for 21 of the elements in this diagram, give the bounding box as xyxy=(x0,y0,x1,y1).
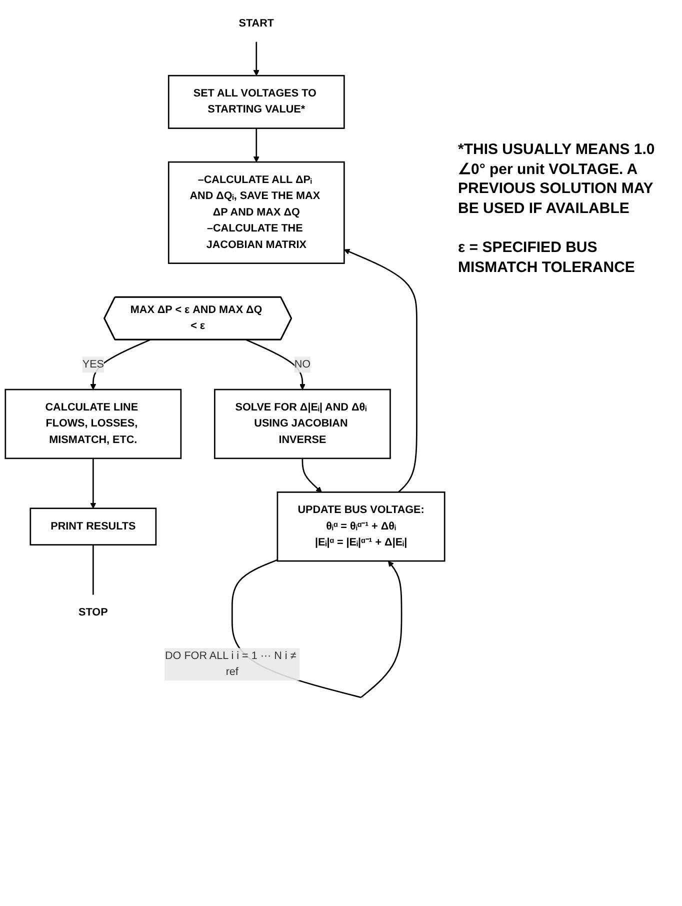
arrow xyxy=(246,339,306,390)
connector xyxy=(92,544,94,595)
arrow xyxy=(90,458,96,509)
arrow xyxy=(90,339,150,390)
footnote: ε = SPECIFIED BUS MISMATCH TOLERANCE xyxy=(458,238,636,277)
node-box: SET ALL VOLTAGES TO STARTING VALUE* xyxy=(168,74,345,129)
node-box: CALCULATE LINE FLOWS, LOSSES, MISMATCH, ETC. xyxy=(4,388,182,460)
arrow xyxy=(253,42,260,76)
node-box: SOLVE FOR Δ|Eᵢ| AND Δθᵢ USING JACOBIAN INVERSE xyxy=(214,388,391,460)
node-box: UPDATE BUS VOLTAGE: θᵢᵅ = θᵢᵅ⁻¹ + Δθᵢ |Eᵢ|ᵅ = |Eᵢ|ᵅ⁻¹ + Δ|Eᵢ| xyxy=(276,491,446,562)
footnote: *THIS USUALLY MEANS 1.0 ∠0° per unit VOLTAGE. A PREVIOUS SOLUTION MAY BE USED IF AVAILABLE xyxy=(458,140,656,218)
node-text: STOP xyxy=(78,606,108,618)
edge-label: NO xyxy=(294,358,311,370)
arrow xyxy=(253,128,260,162)
node-text: START xyxy=(238,18,274,30)
node-box: PRINT RESULTS xyxy=(30,508,157,546)
arrow xyxy=(344,248,418,493)
node-box: –CALCULATE ALL ΔPᵢ AND ΔQᵢ, SAVE THE MAX ΔP AND MAX ΔQ –CALCULATE THE JACOBIAN MATRIX xyxy=(168,161,345,264)
edge-label: DO FOR ALL i i = 1 ··· N i ≠ ref xyxy=(164,650,296,678)
edge-label: YES xyxy=(82,358,104,370)
arrow xyxy=(302,458,322,492)
